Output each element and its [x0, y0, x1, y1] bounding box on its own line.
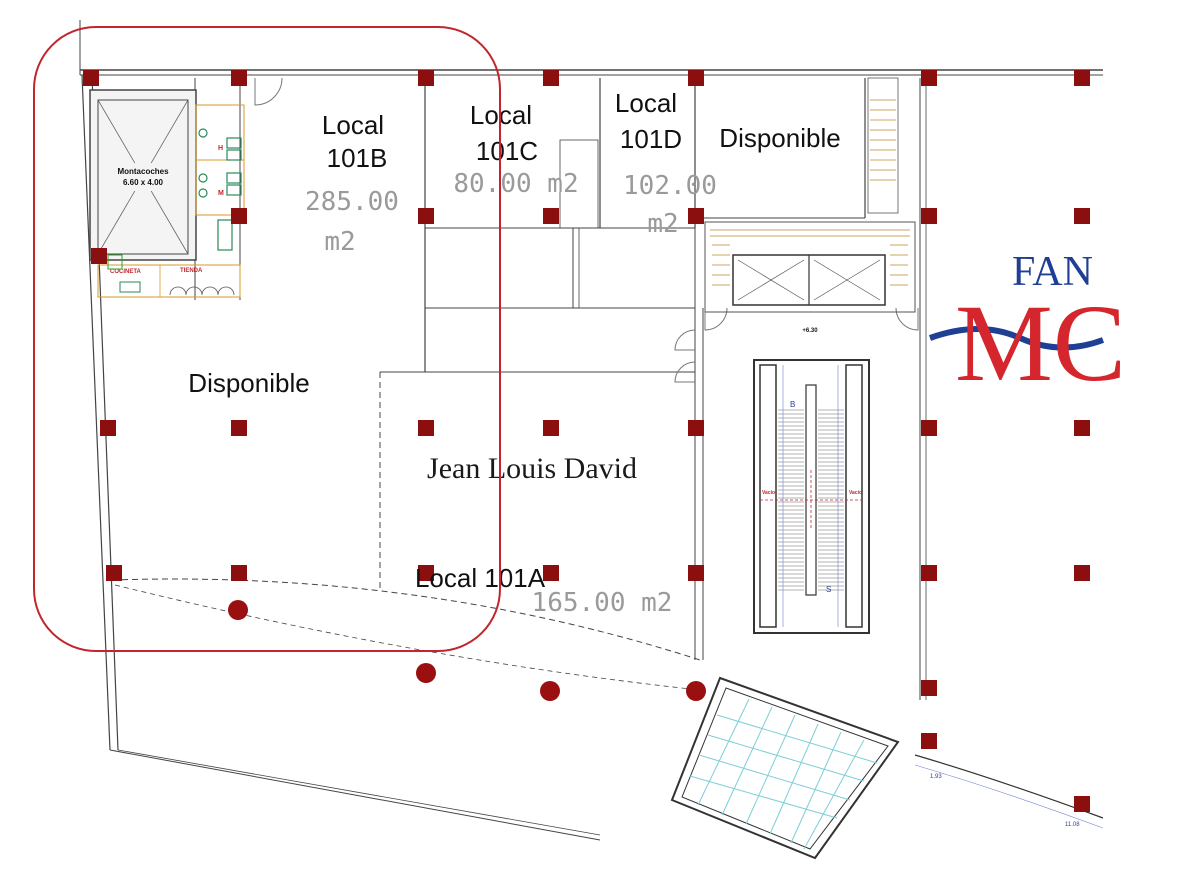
wc-fixtures [198, 128, 242, 251]
column [106, 565, 122, 581]
column [688, 208, 704, 224]
local-101b-name: Local [322, 110, 384, 140]
column [1074, 796, 1090, 812]
logo-big-text: MC [955, 282, 1126, 404]
cocineta-label: COCINETA [110, 269, 142, 275]
montacoches-title: Montacoches [117, 167, 169, 176]
brand-logo: FAN MC [928, 249, 1126, 404]
local-101d-area: 102.00 [623, 171, 717, 201]
column [1074, 208, 1090, 224]
column [921, 680, 937, 696]
column [688, 565, 704, 581]
local-101a-tenant: Jean Louis David [427, 452, 637, 485]
escalator-s-label: S [826, 585, 831, 594]
wc-h-label: H [218, 145, 223, 152]
column [231, 70, 247, 86]
column [100, 420, 116, 436]
column [688, 420, 704, 436]
dimension-1: 1.93 [930, 774, 942, 780]
tienda-label: TIENDA [180, 268, 203, 274]
local-101b-code: 101B [327, 143, 388, 173]
local-101b-area-unit: m2 [324, 227, 355, 257]
round-column [540, 681, 560, 701]
column [921, 208, 937, 224]
column [231, 208, 247, 224]
local-101d-name: Local [615, 88, 677, 118]
column [231, 420, 247, 436]
local-101a-name: Local 101A [415, 563, 546, 593]
column [543, 420, 559, 436]
service-area: Montacoches 6.60 x 4.00 H M COCINETA TIE… [89, 89, 245, 298]
disponible-top-label: Disponible [719, 123, 840, 153]
column [1074, 420, 1090, 436]
round-column [228, 600, 248, 620]
escalators: B S Vacio Vacio +6.30 [753, 328, 870, 634]
column [543, 565, 559, 581]
column [543, 208, 559, 224]
column [418, 208, 434, 224]
highlight-outline [33, 26, 501, 652]
montacoches-size: 6.60 x 4.00 [123, 178, 164, 187]
escalator-b-label: B [790, 400, 795, 409]
skylight-grid [670, 676, 900, 860]
local-101d-area-unit: m2 [647, 209, 678, 239]
column [418, 420, 434, 436]
local-101d-code: 101D [620, 124, 682, 154]
elevator-stair-core [704, 221, 916, 313]
column [688, 70, 704, 86]
vacio-right-label: Vacio [849, 490, 862, 496]
column [418, 565, 434, 581]
local-101a-area: 165.00 m2 [532, 588, 673, 618]
column [921, 70, 937, 86]
local-101c-area: 80.00 m2 [453, 169, 578, 199]
local-101b-area: 285.00 [305, 187, 399, 217]
local-101c-code: 101C [476, 136, 538, 166]
unit-labels: Local 101B 285.00 m2 Local 101C 80.00 m2… [188, 88, 840, 618]
logo-top-text: FAN [1012, 249, 1093, 295]
column [1074, 565, 1090, 581]
vacio-left-label: Vacio [762, 490, 775, 496]
column [231, 565, 247, 581]
column [1074, 70, 1090, 86]
staircase-top [867, 77, 899, 214]
column [418, 70, 434, 86]
column-grid [83, 70, 1090, 812]
wc-m-label: M [218, 190, 224, 197]
column [921, 733, 937, 749]
dimension-2: 11.08 [1065, 822, 1080, 828]
round-columns [228, 600, 706, 701]
column [91, 248, 107, 264]
column [921, 420, 937, 436]
column [543, 70, 559, 86]
level-label: +6.30 [802, 328, 818, 334]
round-column [686, 681, 706, 701]
column [921, 565, 937, 581]
facade-curve: 1.93 11.08 [914, 754, 1104, 829]
disponible-left-label: Disponible [188, 368, 309, 398]
round-column [416, 663, 436, 683]
column [83, 70, 99, 86]
